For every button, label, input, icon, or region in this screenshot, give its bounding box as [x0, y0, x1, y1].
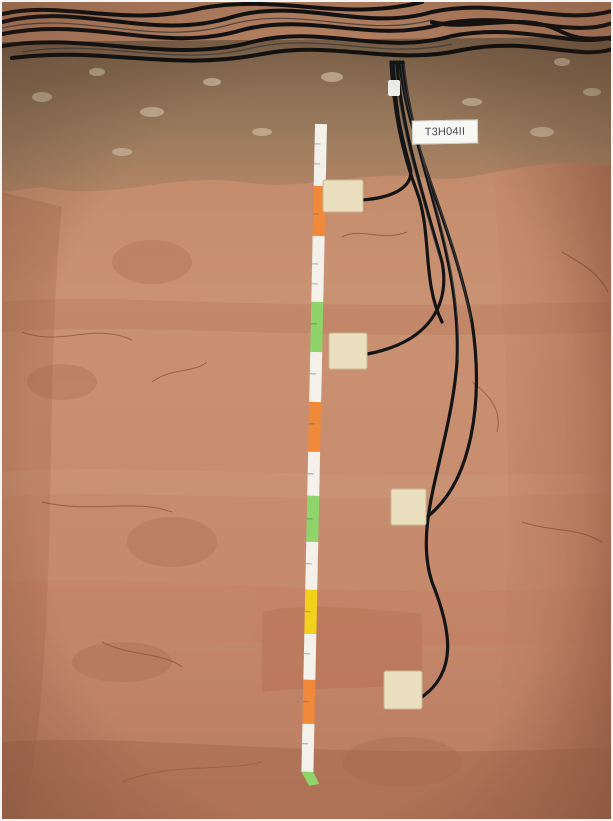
sensor-id-tag: T3H04II	[411, 119, 479, 145]
